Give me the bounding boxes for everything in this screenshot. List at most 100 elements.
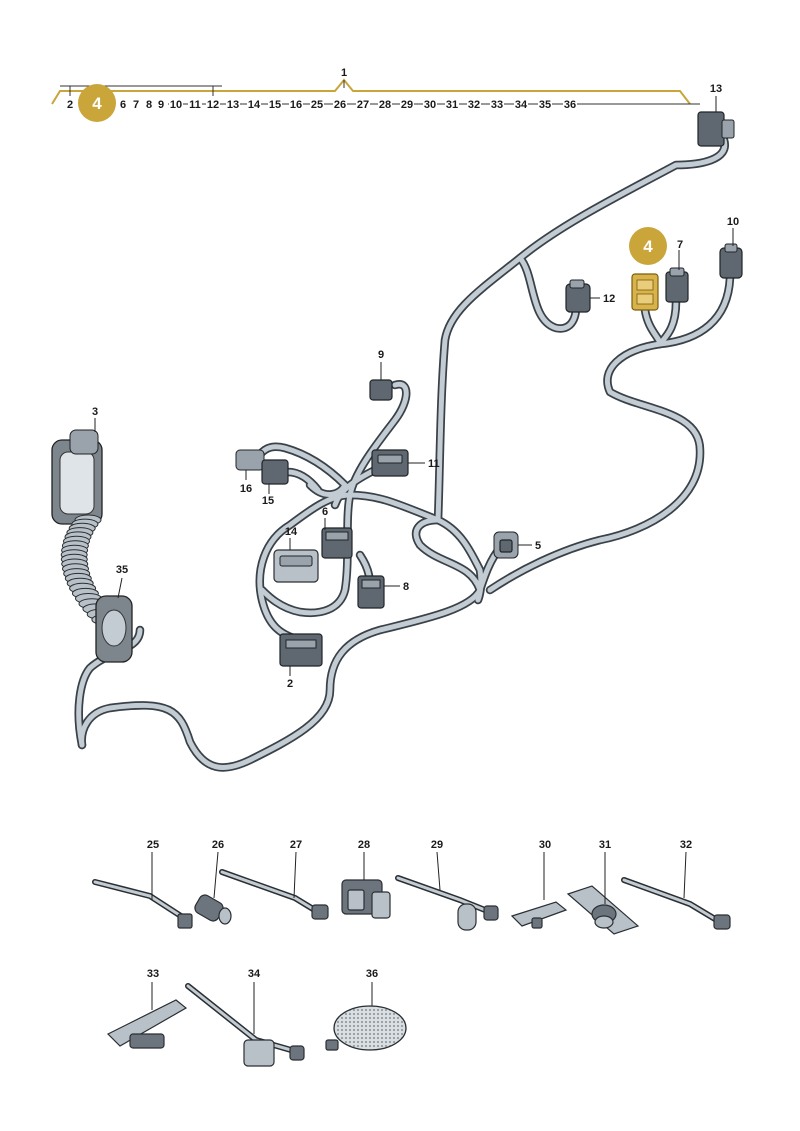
- sequence-item-bg: [538, 98, 552, 111]
- callout-2: 2: [287, 678, 293, 690]
- grommet-3[interactable]: [51, 429, 103, 525]
- wire-segment: [285, 469, 321, 493]
- highlight-badge-connector[interactable]: 4: [629, 227, 667, 265]
- sequence-item-32: 32: [468, 99, 480, 111]
- connector-11[interactable]: [371, 449, 409, 477]
- sequence-item-7: 7: [133, 99, 139, 111]
- wire-segment: [79, 517, 483, 770]
- callout-3: 3: [92, 406, 98, 418]
- connector-9[interactable]: [369, 379, 393, 401]
- callout-28: 28: [358, 839, 370, 851]
- connector-7[interactable]: [665, 267, 689, 303]
- part-33-flat-clip[interactable]: [106, 999, 188, 1049]
- connector-16[interactable]: [235, 449, 265, 471]
- part-27-cable-tie[interactable]: [219, 869, 329, 920]
- callouts-main: 13 10 7 12 9 11 16 15 6 14 8 5 2 3 35: [92, 83, 739, 690]
- part-29-tie-holder[interactable]: [395, 875, 499, 931]
- callout-5: 5: [535, 540, 541, 552]
- sequence-item-bg: [154, 98, 168, 111]
- wire-segment: [487, 275, 733, 593]
- sequence-item-27: 27: [357, 99, 369, 111]
- highlight-badge-bar-label: 4: [92, 94, 102, 113]
- connector-12[interactable]: [565, 279, 591, 313]
- sequence-item-bg: [467, 98, 481, 111]
- connector-5[interactable]: [493, 531, 519, 559]
- callout-30: 30: [539, 839, 551, 851]
- callout-8: 8: [403, 581, 409, 593]
- callout-11: 11: [428, 458, 440, 470]
- highlight-badge-bar[interactable]: [78, 84, 116, 122]
- sequence-top-label: 1: [341, 67, 347, 79]
- wire-segment: [347, 381, 409, 498]
- connector-4-highlighted[interactable]: [631, 273, 659, 311]
- sequence-item-31: 31: [446, 99, 458, 111]
- connector-2[interactable]: [279, 633, 323, 667]
- sequence-item-9: 9: [158, 99, 164, 111]
- part-28-bracket[interactable]: [341, 879, 391, 919]
- callout-16: 16: [240, 483, 252, 495]
- sequence-item-bg: [116, 98, 130, 111]
- sequence-item-29: 29: [401, 99, 413, 111]
- sequence-item-8: 8: [146, 99, 152, 111]
- sequence-item-bg: [563, 98, 577, 111]
- sequence-item-bg: [188, 98, 202, 111]
- callout-32: 32: [680, 839, 692, 851]
- callout-7: 7: [677, 239, 683, 251]
- part-32-cable-tie[interactable]: [621, 877, 731, 930]
- sequence-item-bg: [206, 98, 220, 111]
- sequence-item-bg: [129, 98, 143, 111]
- sequence-item-bg: [226, 98, 240, 111]
- sequence-item-6: 6: [120, 99, 126, 111]
- sequence-item-28: 28: [379, 99, 391, 111]
- sequence-item-14: 14: [248, 99, 261, 111]
- sequence-item-30: 30: [424, 99, 436, 111]
- sequence-item-bg: [378, 98, 392, 111]
- part-36-mesh-pad[interactable]: [325, 1005, 407, 1051]
- wire-segment: [657, 299, 679, 347]
- callout-13: 13: [710, 83, 722, 95]
- connector-6[interactable]: [321, 527, 353, 559]
- part-30-clip-strip[interactable]: [510, 901, 568, 929]
- callout-25: 25: [147, 839, 159, 851]
- wire-segment: [257, 492, 441, 643]
- wire-segment-outline: [433, 135, 729, 525]
- sequence-item-bg: [310, 98, 324, 111]
- sequence-item-bg: [63, 98, 77, 111]
- sequence-item-bg: [169, 98, 183, 111]
- sequence-item-11: 11: [189, 99, 201, 111]
- sequence-item-26: 26: [334, 99, 346, 111]
- callout-34: 34: [248, 968, 261, 980]
- wire-harness: [74, 135, 735, 772]
- callout-33: 33: [147, 968, 159, 980]
- sequence-item-13: 13: [227, 99, 239, 111]
- small-parts: 25 26 27 28 29: [92, 839, 731, 1067]
- grommet-35[interactable]: [95, 595, 133, 663]
- connector-8[interactable]: [357, 575, 385, 609]
- sequence-item-bg: [445, 98, 459, 111]
- connector-15[interactable]: [261, 459, 289, 485]
- svg-text:4: 4: [643, 237, 653, 256]
- sequence-item-36: 36: [564, 99, 576, 111]
- sequence-item-bg: [333, 98, 347, 111]
- connector-10[interactable]: [719, 243, 743, 279]
- connector-13[interactable]: [697, 111, 735, 147]
- part-31-bracket[interactable]: [566, 885, 640, 935]
- callout-36: 36: [366, 968, 378, 980]
- connector-14[interactable]: [273, 549, 319, 583]
- sequence-item-34: 34: [515, 99, 528, 111]
- part-25-cable-tie[interactable]: [92, 879, 193, 929]
- sequence-item-bg: [400, 98, 414, 111]
- wire-segment: [435, 517, 484, 603]
- callout-6: 6: [322, 506, 328, 518]
- part-26-clip[interactable]: [193, 893, 232, 925]
- sequence-item-33: 33: [491, 99, 503, 111]
- sequence-item-bg: [423, 98, 437, 111]
- sequence-item-16: 16: [290, 99, 302, 111]
- callout-27: 27: [290, 839, 302, 851]
- callout-26: 26: [212, 839, 224, 851]
- callout-12: 12: [603, 293, 615, 305]
- wire-segment: [435, 137, 728, 523]
- callout-10: 10: [727, 216, 739, 228]
- part-34-tie-holder[interactable]: [185, 983, 305, 1067]
